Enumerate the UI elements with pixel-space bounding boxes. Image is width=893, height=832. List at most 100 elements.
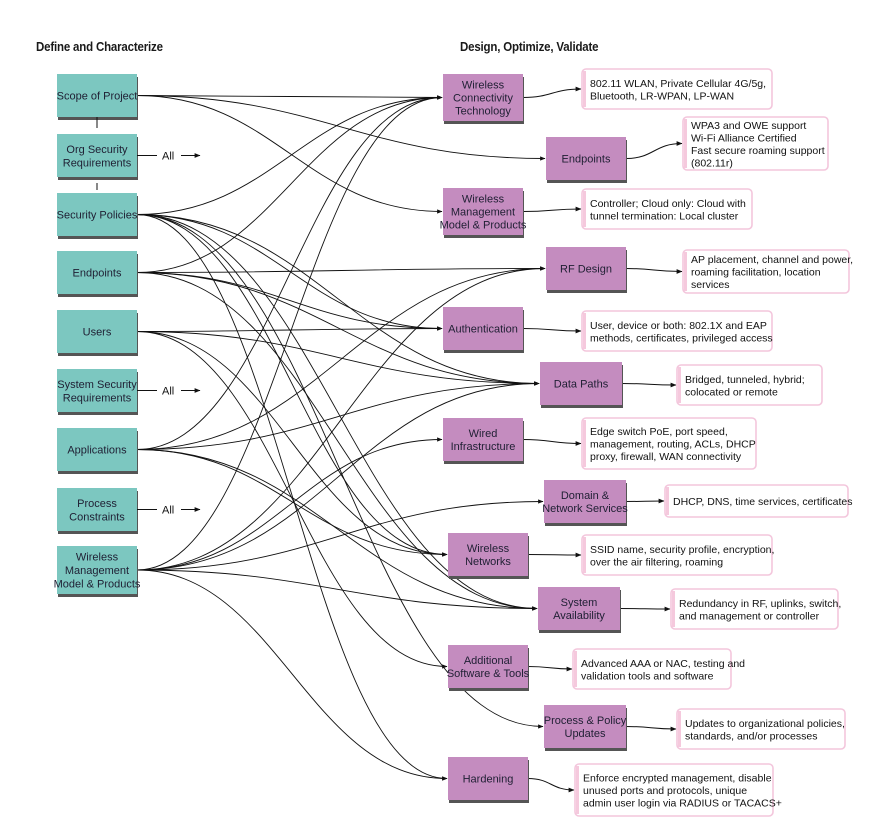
description-accent [666,487,669,515]
description-line: 802.11 WLAN, Private Cellular 4G/5g, [590,78,766,90]
node-label: Domain & [561,490,610,502]
node-box [57,134,137,177]
description-arrow [522,206,582,212]
description-line: DHCP, DNS, time services, certificates [673,496,853,508]
node-label: Users [83,327,112,339]
description-accent [678,367,681,403]
description-line: colocated or remote [685,386,778,398]
node-box [544,705,626,748]
right-column-heading: Design, Optimize, Validate [460,40,599,54]
node-label: Additional [464,655,512,667]
connector-endpoints-to-sa [136,272,538,611]
description-box [581,534,773,576]
connector-wmm-to-dns [136,499,544,571]
node-box [443,307,523,350]
node-label: Infrastructure [451,441,516,453]
all-arrow-process: All [137,505,201,517]
description-box [572,648,732,690]
description-line: admin user login via RADIUS or TACACS+ [583,798,782,810]
description-arrow [522,86,582,98]
description-rf: AP placement, channel and power,roaming … [682,249,853,294]
node-label: Scope of Project [57,91,138,103]
description-accent [684,119,687,168]
node-label: Wireless [76,552,119,564]
node-label: Hardening [463,774,514,786]
description-line: WPA3 and OWE support [691,120,806,132]
all-arrow-org: All [137,151,201,163]
description-arrow [522,439,582,446]
node-label: Model & Products [440,220,527,232]
node-label: Wireless [467,543,510,555]
description-arrow [527,778,575,793]
description-line: Edge switch PoE, port speed, [590,426,728,438]
connector-scope-to-wct [136,95,443,100]
connector-secpol-to-dp [136,214,540,386]
description-auth: User, device or both: 802.1X and EAPmeth… [581,310,773,352]
node-label: Updates [565,728,606,740]
node-label: Wireless [462,194,505,206]
node-label: Requirements [63,157,132,169]
connector-apps-to-dp [136,381,540,450]
description-accent [583,191,586,227]
node-box [448,533,528,576]
description-arrow [625,268,683,274]
description-line: services [691,279,730,291]
description-line: roaming facilitation, location [691,267,821,279]
description-line: Advanced AAA or NAC, testing and [581,658,745,670]
description-dp: Bridged, tunneled, hybrid;colocated or r… [676,364,823,406]
description-box [676,708,846,750]
node-label: Data Paths [554,379,609,391]
all-label: All [162,151,174,163]
left-node-users: Users [57,310,138,356]
description-arrow [527,552,582,558]
node-box [448,645,528,688]
description-line: standards, and/or processes [685,730,818,742]
description-line: Updates to organizational policies, [685,718,845,730]
node-label: Wired [469,428,498,440]
right-node-ep: Endpoints [546,137,627,183]
connector-users-to-dp [136,331,540,386]
node-box [448,757,528,800]
description-line: User, device or both: 802.1X and EAP [590,320,767,332]
description-wct: 802.11 WLAN, Private Cellular 4G/5g,Blue… [581,68,773,110]
description-box [581,188,753,230]
all-label: All [162,505,174,517]
description-line: validation tools and software [581,670,714,682]
description-layer: 802.11 WLAN, Private Cellular 4G/5g,Blue… [572,68,853,817]
description-accent [678,711,681,747]
right-node-auth: Authentication [443,307,524,353]
node-label: Security Policies [57,210,138,222]
description-box [664,484,849,518]
node-box [443,418,523,461]
connector-secpol-to-ppu [136,214,544,729]
connector-secpol-to-hard [136,214,448,781]
node-label: System Security [57,379,137,391]
node-label: Process [77,498,117,510]
node-label: Technology [455,106,511,118]
description-box [581,68,773,110]
connector-scope-to-ep [136,95,546,161]
node-box [544,480,626,523]
node-label: Endpoints [73,268,122,280]
left-node-apps: Applications [57,428,138,474]
description-line: management, routing, ACLs, DHCP [590,439,756,451]
right-node-dns: Domain &Network Services [542,480,628,526]
description-line: Enforce encrypted management, disable [583,773,772,785]
description-arrow [621,382,677,388]
node-label: Networks [465,556,511,568]
description-line: (802.11r) [691,157,733,169]
description-box [676,364,823,406]
description-line: Bluetooth, LR-WPAN, LP-WAN [590,90,734,102]
node-label: Availability [553,610,605,622]
node-box [57,546,137,594]
description-line: proxy, firewall, WAN connectivity [590,451,742,463]
description-arrow [619,606,671,612]
